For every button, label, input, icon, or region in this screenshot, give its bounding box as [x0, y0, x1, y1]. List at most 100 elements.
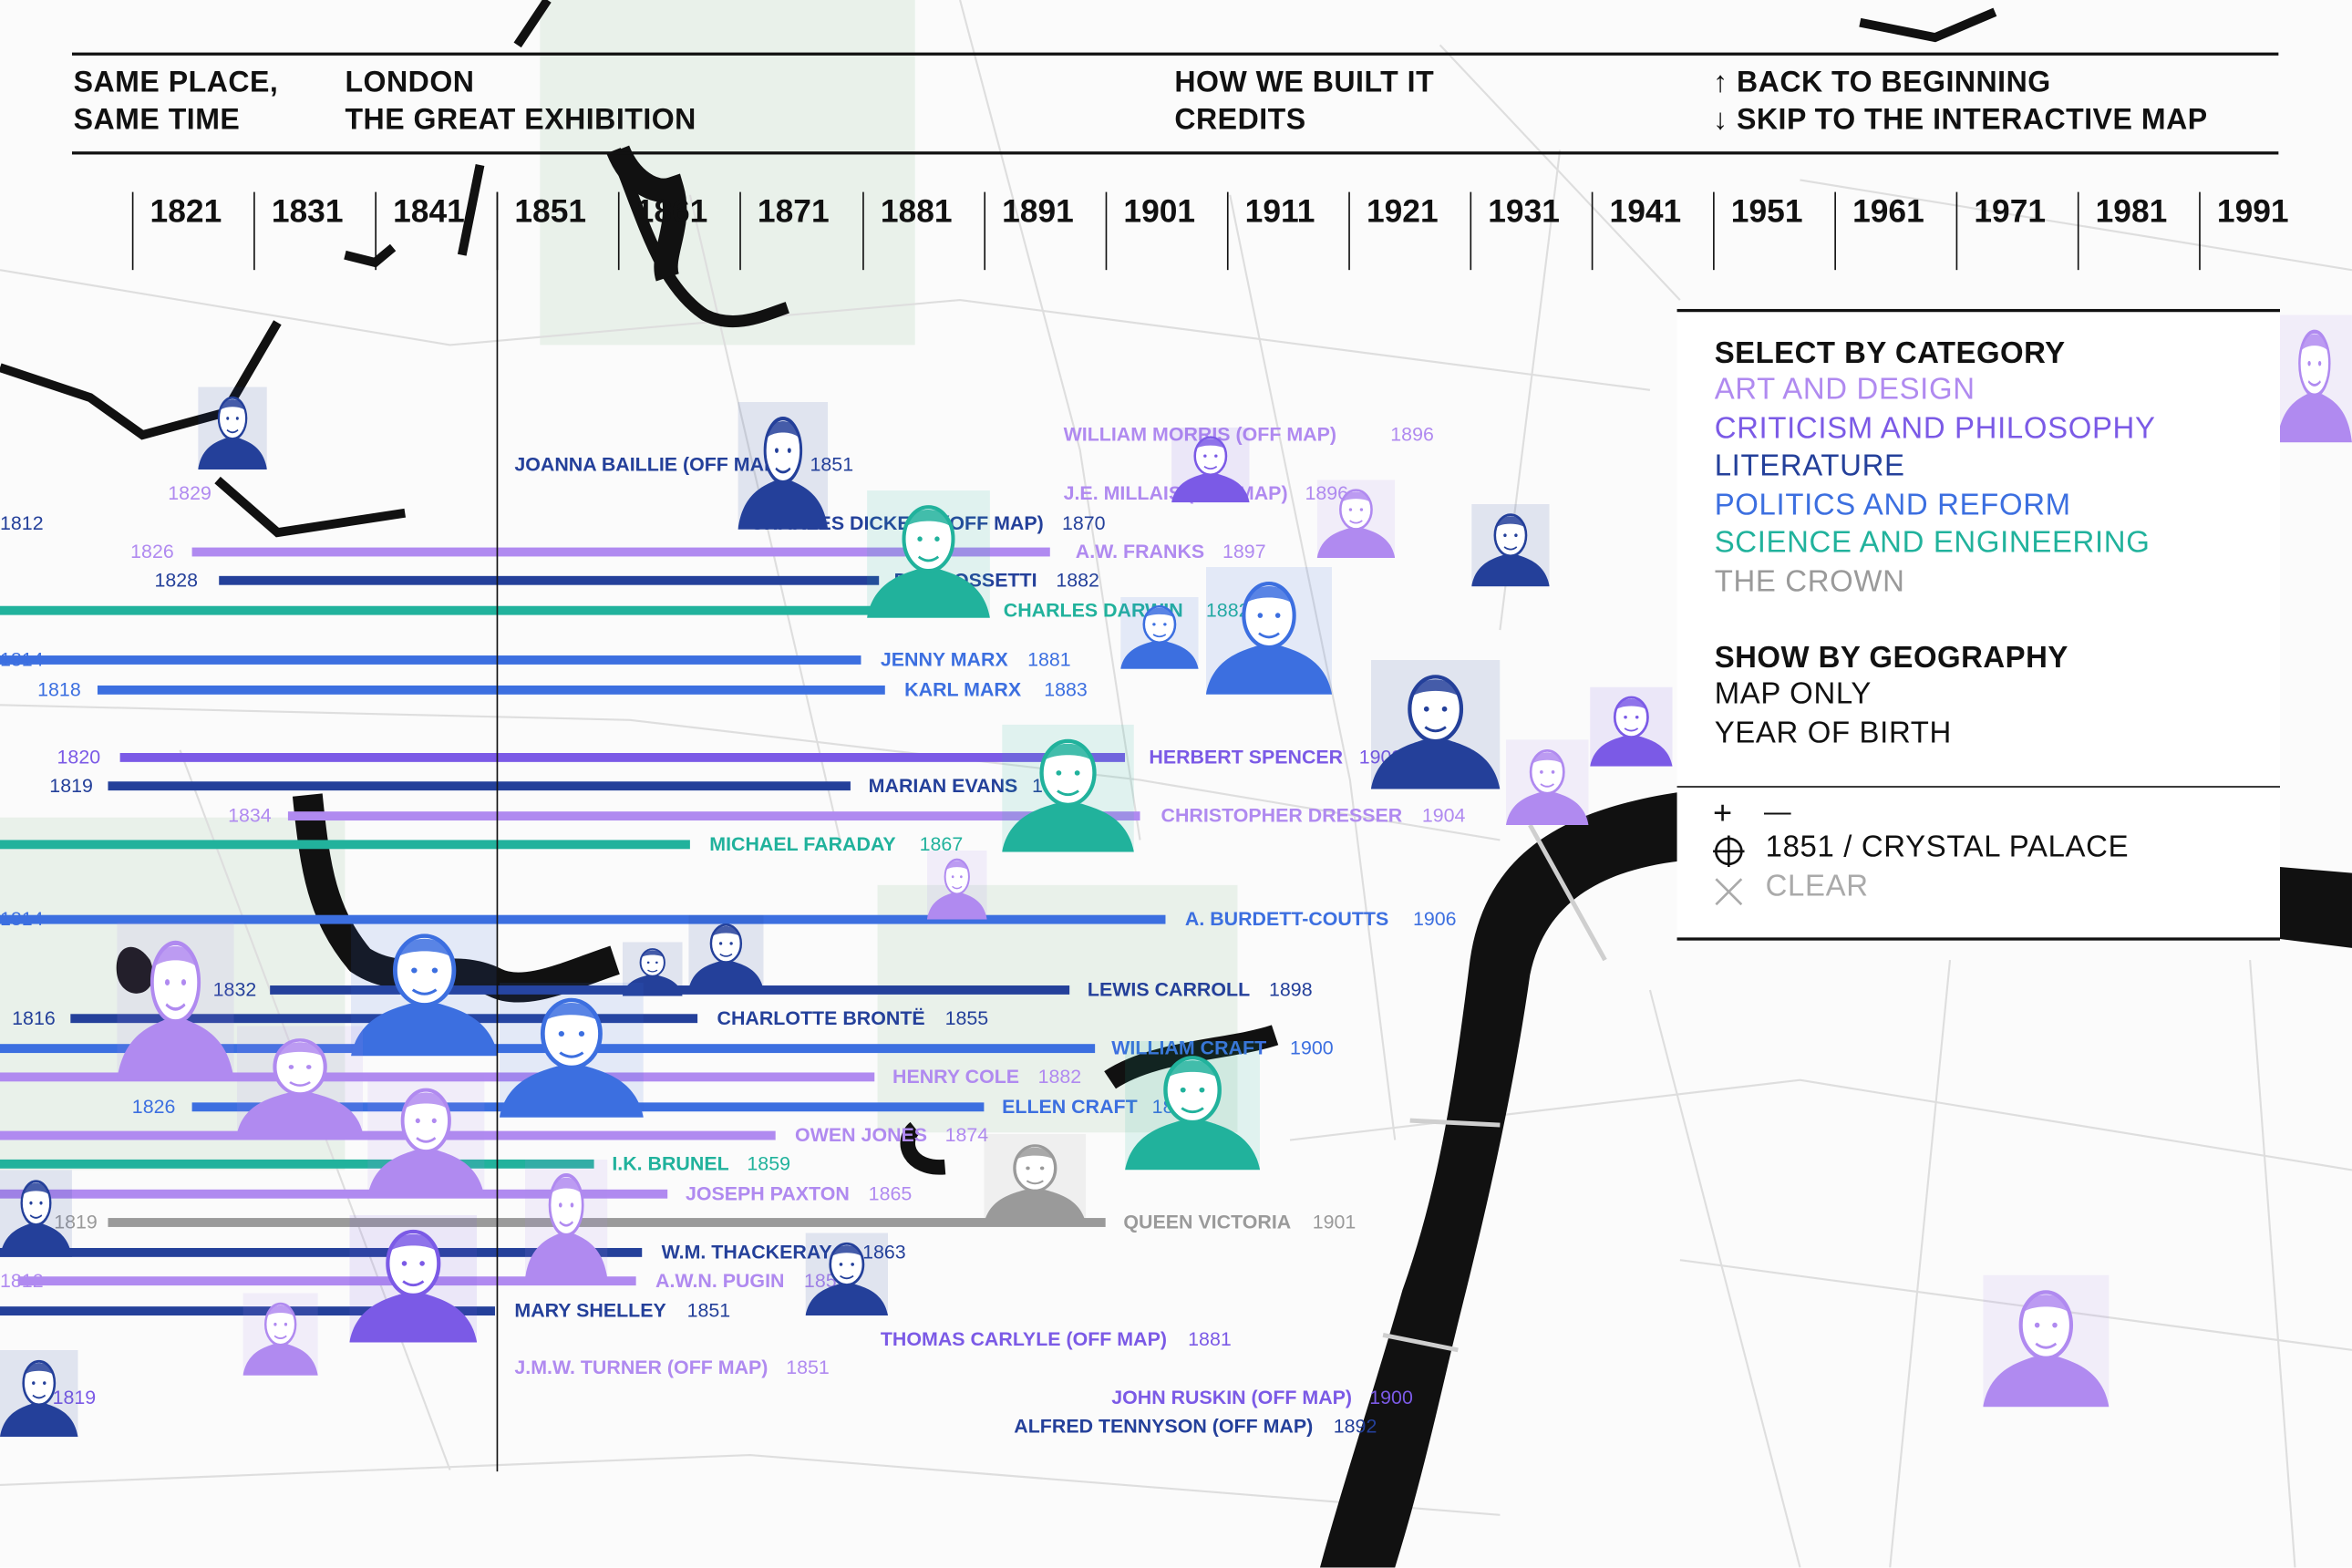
person-name-marian-evans[interactable]: MARIAN EVANS [868, 774, 1018, 797]
year-label-1851[interactable]: 1851 [514, 193, 587, 230]
nav-title[interactable]: SAME PLACE, SAME TIME [74, 65, 279, 139]
year-label-1901[interactable]: 1901 [1123, 193, 1196, 230]
lifespan-bar-i-k-brunel[interactable] [0, 1159, 594, 1169]
lifespan-bar-charles-darwin[interactable] [0, 605, 985, 615]
lifespan-bar-joseph-paxton[interactable] [0, 1189, 668, 1199]
nav-link-london[interactable]: LONDON [345, 66, 475, 99]
lifespan-bar-mary-shelley[interactable] [0, 1306, 495, 1316]
person-name-a-w-franks[interactable]: A.W. FRANKS [1075, 540, 1205, 563]
focus-location-label[interactable]: 1851 / CRYSTAL PALACE [1765, 830, 2130, 864]
portrait-image[interactable] [1590, 686, 1673, 767]
portrait-image[interactable] [1205, 566, 1333, 695]
year-label-1951[interactable]: 1951 [1730, 193, 1803, 230]
lifespan-bar-john-ruskin-off-map[interactable] [105, 1394, 1092, 1403]
portrait-image[interactable] [198, 387, 267, 470]
lifespan-bar-henry-cole[interactable] [0, 1072, 875, 1082]
portrait-image[interactable] [805, 1233, 889, 1316]
lifespan-bar-d-g-rossetti[interactable] [219, 575, 880, 585]
zoom-in-button[interactable]: + [1713, 793, 1733, 831]
geo-option-map-only[interactable]: MAP ONLY [1714, 677, 1872, 711]
person-name-a-w-n-pugin[interactable]: A.W.N. PUGIN [655, 1269, 785, 1292]
portrait-image[interactable] [622, 942, 683, 996]
person-name-owen-jones[interactable]: OWEN JONES [795, 1123, 928, 1147]
person-name-charlotte-bront[interactable]: CHARLOTTE BRONTË [717, 1006, 925, 1029]
lifespan-bar-jenny-marx[interactable] [0, 655, 861, 665]
person-name-mary-shelley[interactable]: MARY SHELLEY [514, 1298, 666, 1322]
portrait-image[interactable] [236, 1026, 364, 1134]
portrait-image[interactable] [499, 982, 644, 1118]
person-name-a-burdett-coutts[interactable]: A. BURDETT-COUTTS [1184, 907, 1389, 931]
person-name-john-ruskin-off-map[interactable]: JOHN RUSKIN (OFF MAP) [1111, 1386, 1353, 1409]
person-name-joseph-paxton[interactable]: JOSEPH PAXTON [685, 1181, 850, 1205]
category-criticism-and-philosophy[interactable]: CRITICISM AND PHILOSOPHY [1714, 411, 2156, 445]
year-label-1871[interactable]: 1871 [757, 193, 830, 230]
lifespan-bar-christopher-dresser[interactable] [287, 811, 1140, 821]
nav-link-credits[interactable]: CREDITS [1174, 103, 1306, 137]
portrait-image[interactable] [349, 1214, 478, 1343]
year-label-1941[interactable]: 1941 [1609, 193, 1682, 230]
portrait-image[interactable] [926, 850, 987, 920]
lifespan-bar-w-m-thackeray[interactable] [0, 1247, 643, 1257]
lifespan-bar-michael-faraday[interactable] [0, 840, 690, 850]
portrait-image[interactable] [351, 917, 499, 1057]
person-name-christopher-dresser[interactable]: CHRISTOPHER DRESSER [1161, 803, 1403, 827]
portrait-image[interactable] [524, 1159, 608, 1280]
person-name-ellen-craft[interactable]: ELLEN CRAFT [1002, 1095, 1138, 1118]
zoom-out-button[interactable]: — [1763, 796, 1791, 827]
category-the-crown[interactable]: THE CROWN [1714, 564, 1905, 598]
person-name-herbert-spencer[interactable]: HERBERT SPENCER [1149, 745, 1344, 769]
portrait-image[interactable] [1171, 427, 1250, 503]
category-science-and-engineering[interactable]: SCIENCE AND ENGINEERING [1714, 526, 2151, 560]
year-label-1961[interactable]: 1961 [1852, 193, 1924, 230]
portrait-image[interactable] [1983, 1274, 2110, 1408]
category-politics-and-reform[interactable]: POLITICS AND REFORM [1714, 488, 2071, 521]
portrait-image[interactable] [738, 401, 829, 530]
person-name-alfred-tennyson-off-map[interactable]: ALFRED TENNYSON (OFF MAP) [1014, 1414, 1314, 1438]
lifespan-bar-charles-dickens-off-map[interactable] [18, 519, 732, 528]
portrait-image[interactable] [867, 490, 990, 618]
person-name-j-m-w-turner-off-map[interactable]: J.M.W. TURNER (OFF MAP) [514, 1356, 769, 1379]
current-year-line-1851[interactable] [496, 191, 499, 1472]
year-label-1881[interactable]: 1881 [880, 193, 953, 230]
portrait-image[interactable] [688, 914, 764, 990]
lifespan-bar-a-w-n-pugin[interactable] [17, 1276, 636, 1286]
portrait-image[interactable] [0, 1170, 72, 1257]
year-label-1861[interactable]: 1861 [635, 193, 708, 230]
lifespan-bar-queen-victoria[interactable] [108, 1218, 1106, 1227]
nav-link-back-to-beginning[interactable]: ↑ BACK TO BEGINNING [1713, 66, 2051, 99]
nav-link-skip-to-map[interactable]: ↓ SKIP TO THE INTERACTIVE MAP [1713, 103, 2208, 137]
person-name-lewis-carroll[interactable]: LEWIS CARROLL [1087, 977, 1251, 1001]
person-name-karl-marx[interactable]: KARL MARX [904, 677, 1022, 701]
year-label-1921[interactable]: 1921 [1366, 193, 1439, 230]
person-name-henry-cole[interactable]: HENRY COLE [892, 1065, 1020, 1088]
person-name-queen-victoria[interactable]: QUEEN VICTORIA [1123, 1210, 1292, 1233]
person-name-w-m-thackeray[interactable]: W.M. THACKERAY [661, 1240, 832, 1264]
nav-title-line1[interactable]: SAME PLACE, [73, 66, 279, 99]
person-name-joanna-baillie-off-map[interactable]: JOANNA BAILLIE (OFF MAP) [514, 452, 784, 476]
portrait-image[interactable] [242, 1293, 318, 1376]
portrait-image[interactable] [1316, 480, 1396, 559]
category-literature[interactable]: LITERATURE [1714, 449, 1905, 483]
year-label-1911[interactable]: 1911 [1244, 193, 1315, 230]
lifespan-bar-karl-marx[interactable] [97, 685, 885, 695]
portrait-image[interactable] [367, 1074, 485, 1198]
portrait-image[interactable] [1370, 659, 1501, 789]
year-label-1841[interactable]: 1841 [393, 193, 465, 230]
lifespan-bar-owen-jones[interactable] [0, 1130, 776, 1140]
person-name-michael-faraday[interactable]: MICHAEL FARADAY [709, 832, 896, 855]
lifespan-bar-herbert-spencer[interactable] [119, 752, 1126, 762]
portrait-image[interactable] [2276, 315, 2352, 443]
portrait-image[interactable] [1125, 1040, 1261, 1171]
portrait-image[interactable] [1505, 739, 1589, 825]
person-name-i-k-brunel[interactable]: I.K. BRUNEL [612, 1151, 729, 1175]
portrait-image[interactable] [1471, 503, 1550, 587]
person-name-jenny-marx[interactable]: JENNY MARX [880, 647, 1008, 671]
portrait-image[interactable] [1120, 596, 1199, 669]
year-label-1891[interactable]: 1891 [1002, 193, 1074, 230]
category-art-and-design[interactable]: ART AND DESIGN [1714, 373, 1975, 407]
person-name-thomas-carlyle-off-map[interactable]: THOMAS CARLYLE (OFF MAP) [880, 1327, 1167, 1350]
nav-title-line2[interactable]: SAME TIME [73, 103, 241, 137]
year-label-1981[interactable]: 1981 [2095, 193, 2168, 230]
nav-link-how-we-built-it[interactable]: HOW WE BUILT IT [1174, 66, 1435, 99]
crosshair-circle-icon[interactable] [1713, 835, 1745, 868]
